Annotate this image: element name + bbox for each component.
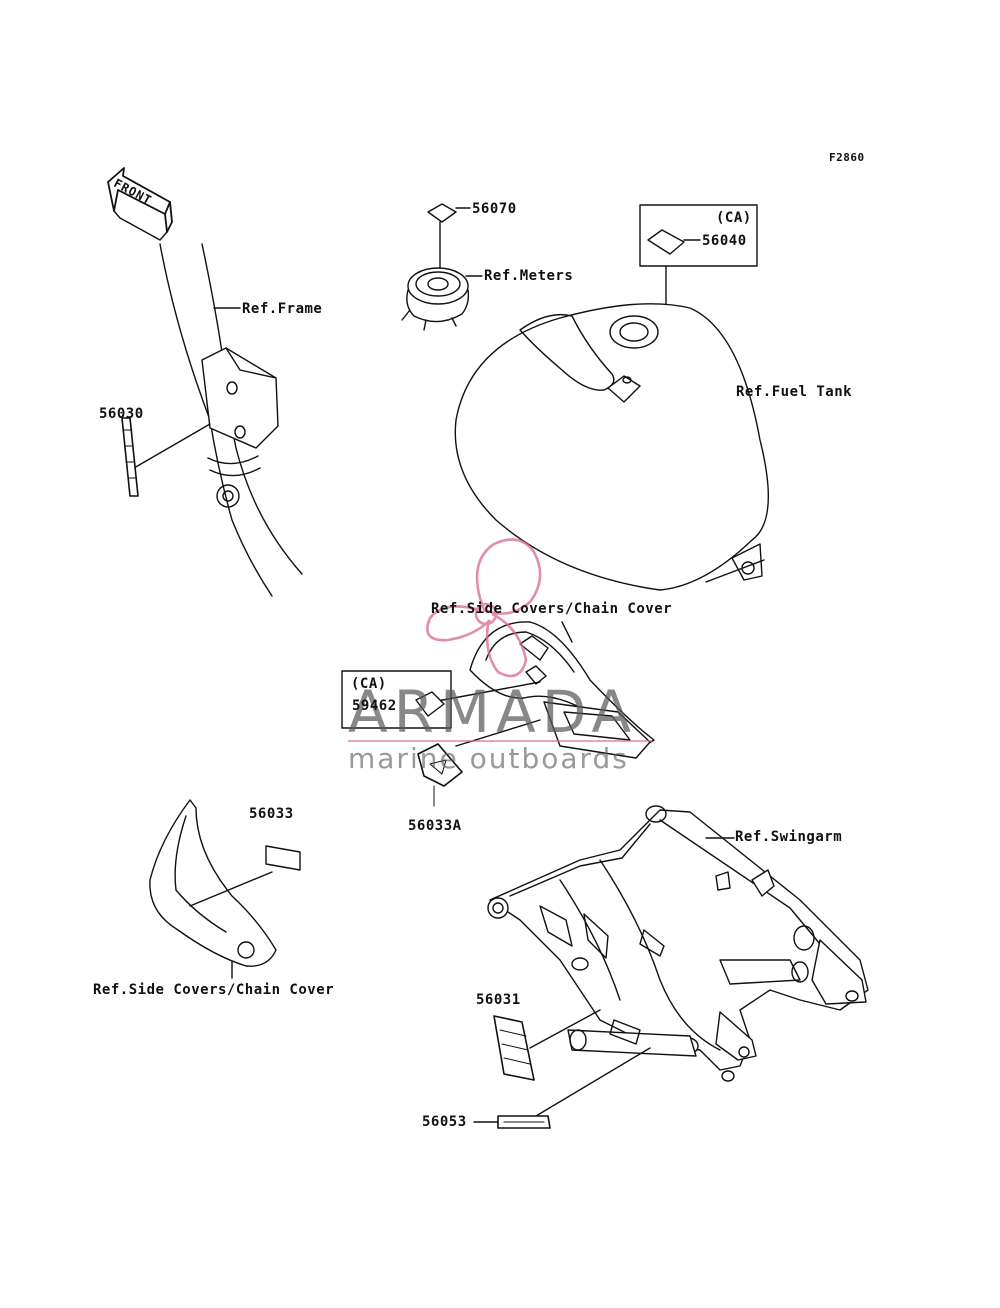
watermark-subtitle: marine outboards — [348, 742, 629, 775]
front-arrow-icon — [107, 167, 173, 241]
label-56033: 56033 — [249, 806, 294, 822]
label-56030: 56030 — [99, 406, 144, 422]
decal-56033a — [417, 743, 463, 807]
lower-side-cover-part — [149, 799, 301, 979]
label-ca-56040: (CA) — [716, 210, 752, 226]
label-56033a: 56033A — [408, 818, 462, 834]
label-56053: 56053 — [422, 1114, 467, 1130]
logo-blade — [475, 538, 542, 615]
label-ref-side-covers-bottom: Ref.Side Covers/Chain Cover — [93, 982, 335, 998]
decal-59462-box — [341, 670, 452, 729]
logo-blade — [485, 612, 528, 678]
label-ref-side-covers-top: Ref.Side Covers/Chain Cover — [431, 601, 673, 617]
meter-part — [401, 203, 483, 331]
label-ref-meters: Ref.Meters — [484, 268, 574, 284]
label-59462: 59462 — [352, 698, 397, 714]
armada-logo-icon — [426, 538, 542, 678]
swingarm-part — [487, 805, 869, 1117]
decal-56053 — [473, 1115, 551, 1129]
fuel-tank-part — [454, 303, 769, 591]
label-56070: 56070 — [472, 201, 517, 217]
label-ref-swingarm: Ref.Swingarm — [735, 829, 843, 845]
logo-blade — [426, 605, 491, 642]
decal-56031 — [493, 1015, 535, 1081]
side-cover-part — [431, 621, 655, 759]
label-ca-59462: (CA) — [351, 676, 387, 692]
watermark-title: ARMADA — [348, 678, 638, 746]
label-ref-frame: Ref.Frame — [242, 301, 323, 317]
figure-code: F2860 — [829, 151, 865, 164]
label-56031: 56031 — [476, 992, 521, 1008]
frame-part — [133, 243, 303, 597]
label-ref-fuel-tank: Ref.Fuel Tank — [736, 384, 853, 400]
decal-56030 — [121, 417, 139, 497]
label-56040: 56040 — [702, 233, 747, 249]
